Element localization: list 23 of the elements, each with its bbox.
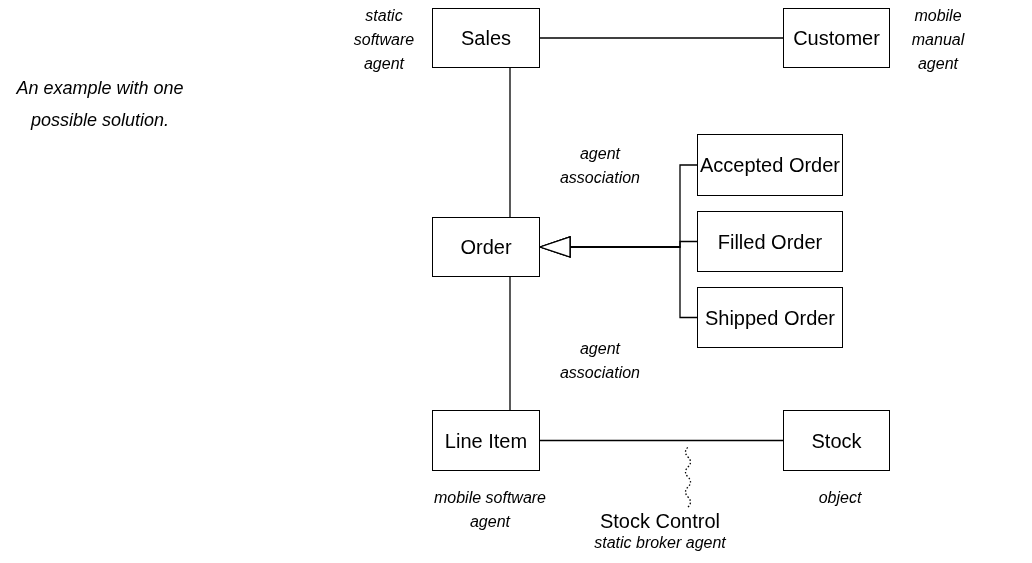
- note-text: An example with one possible solution.: [15, 77, 185, 132]
- agent-type-label: static software agent: [352, 6, 416, 74]
- association-line: [539, 439, 784, 442]
- class-box: Accepted Order: [697, 134, 843, 196]
- class-box: Line Item: [432, 410, 540, 471]
- class-box: Sales: [432, 8, 540, 68]
- agent-type-label: mobile manual agent: [910, 6, 966, 74]
- leader-line: [684, 446, 692, 508]
- agent-type-label: object: [817, 488, 863, 508]
- class-box: Stock: [783, 410, 890, 471]
- edge-label: agent association: [558, 339, 641, 383]
- generalization-arrow: [539, 236, 698, 319]
- class-box: Shipped Order: [697, 287, 843, 348]
- class-box: Order: [432, 217, 540, 277]
- edge-label: agent association: [558, 144, 641, 188]
- class-box: Filled Order: [697, 211, 843, 272]
- association-line: [509, 67, 511, 218]
- component-name: Stock Control: [599, 510, 721, 532]
- association-line: [509, 276, 511, 411]
- association-line: [539, 37, 784, 39]
- class-box: Customer: [783, 8, 890, 68]
- agent-type-label: mobile software agent: [432, 488, 547, 532]
- agent-type-label: static broker agent: [594, 533, 726, 553]
